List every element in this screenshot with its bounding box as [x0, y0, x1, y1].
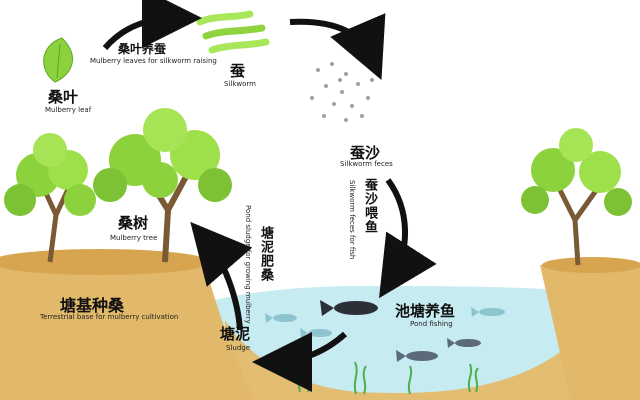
arrow-feces-to-pond [379, 178, 437, 299]
right-bank-top [542, 257, 640, 273]
fish-large [320, 300, 378, 316]
fish-small-3 [471, 307, 505, 317]
label-terrestrial-base: 塘基种桑 [60, 296, 125, 315]
right-bank [540, 262, 640, 400]
label-mulberry-tree: 桑树 [118, 214, 149, 232]
label-silkworm-feces-en: Silkworm feces [340, 160, 393, 168]
label-sludge: 塘泥 [220, 325, 251, 343]
label-arrow-feces-fish-en: Silkworm feces for fish [348, 180, 356, 260]
fish-small-1 [265, 313, 297, 323]
label-silkworm: 蚕 [230, 62, 246, 80]
label-terrestrial-base-en: Terrestrial base for mulberry cultivatio… [40, 313, 179, 321]
arrow-pond-to-sludge [252, 331, 348, 392]
label-silkworm-en: Silkworm [224, 80, 256, 88]
label-sludge-en: Sludge [226, 344, 251, 352]
label-arrow-sludge-mulberry-en: Pond sludge for growing mulberry [244, 205, 252, 324]
fish-small-5 [447, 338, 481, 348]
mulberry-tree-center [93, 108, 232, 263]
arrow-silkworm-to-feces [289, 13, 386, 81]
label-arrow-leaf-silkworm: 桑叶养蚕 [118, 42, 167, 56]
label-silkworm-feces: 蚕沙 [350, 144, 381, 162]
arrow-sludge-to-tree [190, 221, 253, 331]
mulberry-leaf-icon [43, 37, 73, 83]
mulberry-tree-right [521, 128, 632, 266]
left-dike-top [0, 249, 210, 275]
label-mulberry-leaf-en: Mulberry leaf [45, 106, 92, 114]
fish-small-4 [396, 350, 438, 362]
left-dike [0, 259, 255, 400]
label-pond-fishing-en: Pond fishing [410, 320, 453, 328]
label-arrow-sludge-mulberry: 塘泥肥桑 [258, 226, 273, 282]
pond-bed [225, 320, 575, 400]
mulberry-tree-left [4, 133, 96, 263]
label-pond-fishing: 池塘养鱼 [395, 302, 456, 320]
silkworm-icon [196, 10, 270, 54]
arrow-leaf-to-silkworm [102, 0, 202, 51]
label-arrow-feces-fish: 蚕沙喂鱼 [362, 178, 377, 234]
label-mulberry-leaf: 桑叶 [48, 88, 79, 106]
silkworm-feces-dots [310, 62, 374, 122]
label-arrow-leaf-silkworm-en: Mulberry leaves for silkworm raising [90, 57, 217, 65]
label-mulberry-tree-en: Mulberry tree [110, 234, 158, 242]
